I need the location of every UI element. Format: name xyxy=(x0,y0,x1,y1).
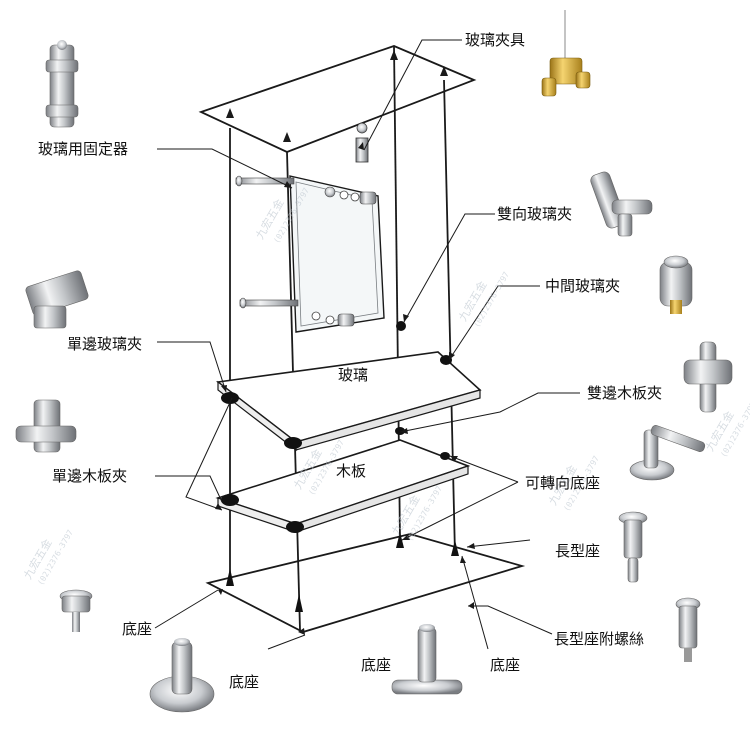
glass-panel xyxy=(235,122,385,333)
shelf-clips xyxy=(221,321,452,533)
label-glass-clamp: 玻璃夾具 xyxy=(465,31,525,49)
label-base: 底座 xyxy=(122,620,152,638)
wood-shelf xyxy=(215,439,471,533)
label-base: 底座 xyxy=(361,656,391,674)
single-glass-clip-photo xyxy=(25,270,89,329)
base-photo-small xyxy=(59,589,93,632)
glass-shelf xyxy=(215,351,482,452)
glass-fixer-bolt-lower xyxy=(239,297,355,327)
cable-top-caps xyxy=(226,50,448,142)
label-long-base: 長型座 xyxy=(555,542,600,560)
label-double-glass-clip: 雙向玻璃夾 xyxy=(497,205,572,223)
bottom-frame xyxy=(205,533,526,633)
base-photo-bracket xyxy=(391,624,463,695)
cable-back-right xyxy=(443,79,456,556)
label-single-wood-clip: 單邊木板夾 xyxy=(52,467,127,485)
label-long-base-screw: 長型座附螺絲 xyxy=(554,630,644,648)
label-glass: 玻璃 xyxy=(338,366,368,384)
swivel-base-photo xyxy=(629,425,706,481)
long-base-photo xyxy=(618,511,648,583)
part-labels: 玻璃夾具 玻璃用固定器 雙向玻璃夾 中間玻璃夾 單邊玻璃夾 玻璃 雙邊木板夾 單… xyxy=(38,31,662,691)
label-single-glass-clip: 單邊玻璃夾 xyxy=(67,335,142,353)
label-double-wood-clip: 雙邊木板夾 xyxy=(587,384,662,402)
label-swivel-base: 可轉向底座 xyxy=(525,474,600,492)
leader-arrows xyxy=(215,142,475,635)
glass-fixer-photo xyxy=(45,40,79,128)
middle-glass-clip-photo xyxy=(659,255,693,314)
label-base: 底座 xyxy=(229,673,259,691)
single-wood-clip-photo xyxy=(15,399,77,453)
double-glass-clip-photo xyxy=(590,171,653,237)
label-middle-glass-clip: 中間玻璃夾 xyxy=(545,277,620,295)
label-glass-fixer: 玻璃用固定器 xyxy=(38,140,128,158)
cable-bases xyxy=(226,532,459,612)
leader-lines xyxy=(154,39,580,650)
double-wood-clip-photo xyxy=(683,341,733,413)
label-base: 底座 xyxy=(490,656,520,674)
label-wood-board: 木板 xyxy=(336,462,366,480)
base-photo-plate xyxy=(149,638,215,713)
glass-clamp-photo xyxy=(541,10,591,97)
long-base-screw-photo xyxy=(675,597,701,662)
glass-fixer-bolt-upper xyxy=(235,175,377,205)
top-frame xyxy=(198,45,477,153)
